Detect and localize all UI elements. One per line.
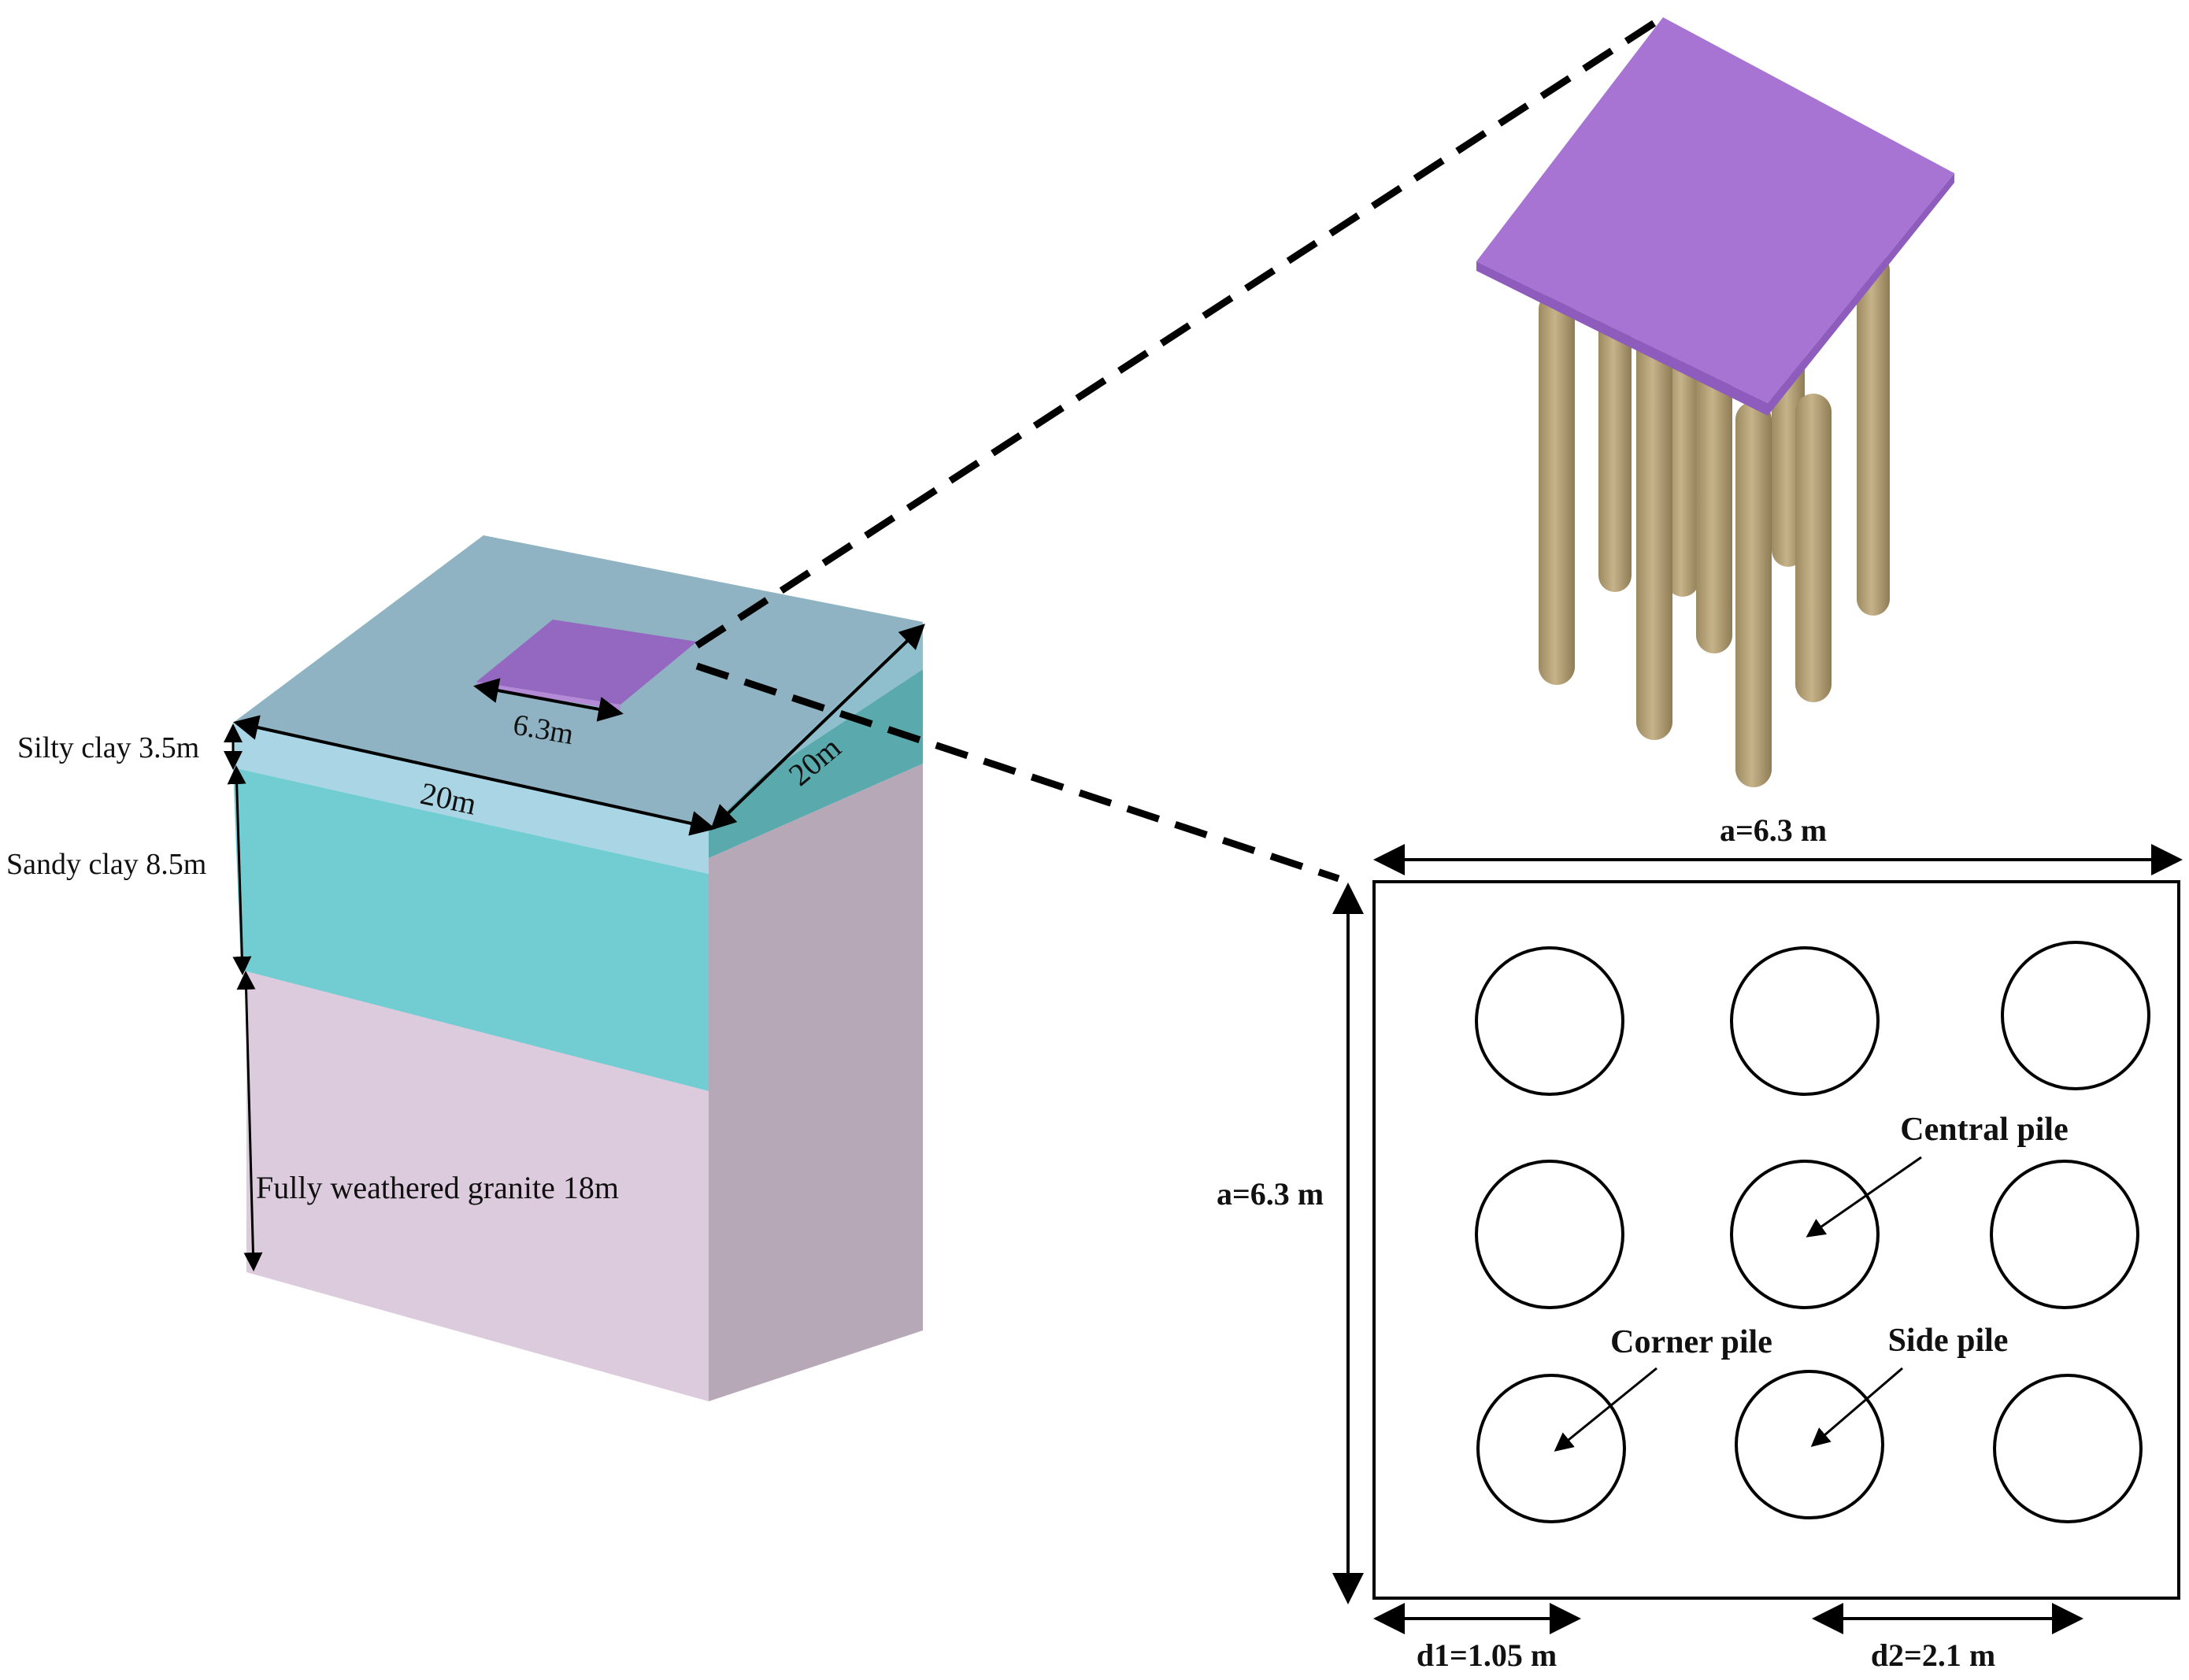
pile xyxy=(1666,321,1699,597)
top-side-dim-line xyxy=(710,624,925,831)
granite-right-face xyxy=(709,764,923,1401)
pile-circle xyxy=(1730,946,1880,1096)
central-pile-label: Central pile xyxy=(1900,1112,2068,1148)
pile-circle xyxy=(2001,941,2150,1090)
d1-dim-label: d1=1.05 m xyxy=(1417,1637,1557,1673)
corner-pile-label: Corner pile xyxy=(1610,1324,1772,1360)
granite-front-face xyxy=(246,970,709,1401)
sandy-clay-label: Sandy clay 8.5m xyxy=(6,848,206,881)
granite-label: Fully weathered granite 18m xyxy=(256,1170,619,1205)
central-pile-circle xyxy=(1730,1160,1880,1309)
pile-circle xyxy=(1990,1160,2139,1309)
cap-dim-line xyxy=(473,678,624,722)
top-front-dim-line xyxy=(233,715,716,836)
pile-circle xyxy=(1475,1160,1624,1309)
granite-thickness-arrow xyxy=(236,971,263,1271)
pile xyxy=(1857,253,1890,616)
plan-cap-outline xyxy=(1372,880,2180,1600)
pile-group-model xyxy=(1476,17,1954,787)
central-pile-pointer xyxy=(1806,1156,1922,1238)
sandy-clay-front-face xyxy=(233,768,709,1091)
callout-line-to-plan xyxy=(695,662,1340,883)
side-pile-label: Side pile xyxy=(1888,1323,2009,1359)
sandy-clay-thickness-arrow xyxy=(227,765,252,975)
pile-circles xyxy=(1475,941,2150,1523)
height-dim-label: a=6.3 m xyxy=(1217,1176,1324,1212)
plan-view: a=6.3 m a=6.3 m d1=1.05 m d2=2.1 m Centr… xyxy=(1217,812,2183,1673)
d2-dim-label: d2=2.1 m xyxy=(1871,1637,1995,1673)
piles xyxy=(1539,253,1890,787)
pile xyxy=(1598,299,1632,592)
pile-circle xyxy=(1475,946,1624,1096)
pile xyxy=(1795,394,1832,702)
soil-block: 6.3m 20m 20m Silty clay 3.5m Sandy clay … xyxy=(6,535,925,1401)
pile xyxy=(1696,354,1732,653)
corner-pile-circle xyxy=(1476,1374,1626,1523)
callout-lines xyxy=(694,14,1665,883)
pile-circle xyxy=(1993,1374,2143,1523)
pile xyxy=(1735,401,1772,787)
pile xyxy=(1539,291,1575,685)
model-pile-cap-top xyxy=(1476,17,1954,403)
corner-pile-pointer xyxy=(1554,1367,1657,1452)
side-pile-circle xyxy=(1735,1370,1884,1519)
pile xyxy=(1636,331,1672,740)
callout-line-to-model xyxy=(694,14,1665,649)
width-dim-label: a=6.3 m xyxy=(1720,812,1827,848)
silty-clay-label: Silty clay 3.5m xyxy=(17,731,199,764)
model-pile-cap-side xyxy=(1476,173,1954,416)
side-pile-pointer xyxy=(1810,1367,1903,1447)
